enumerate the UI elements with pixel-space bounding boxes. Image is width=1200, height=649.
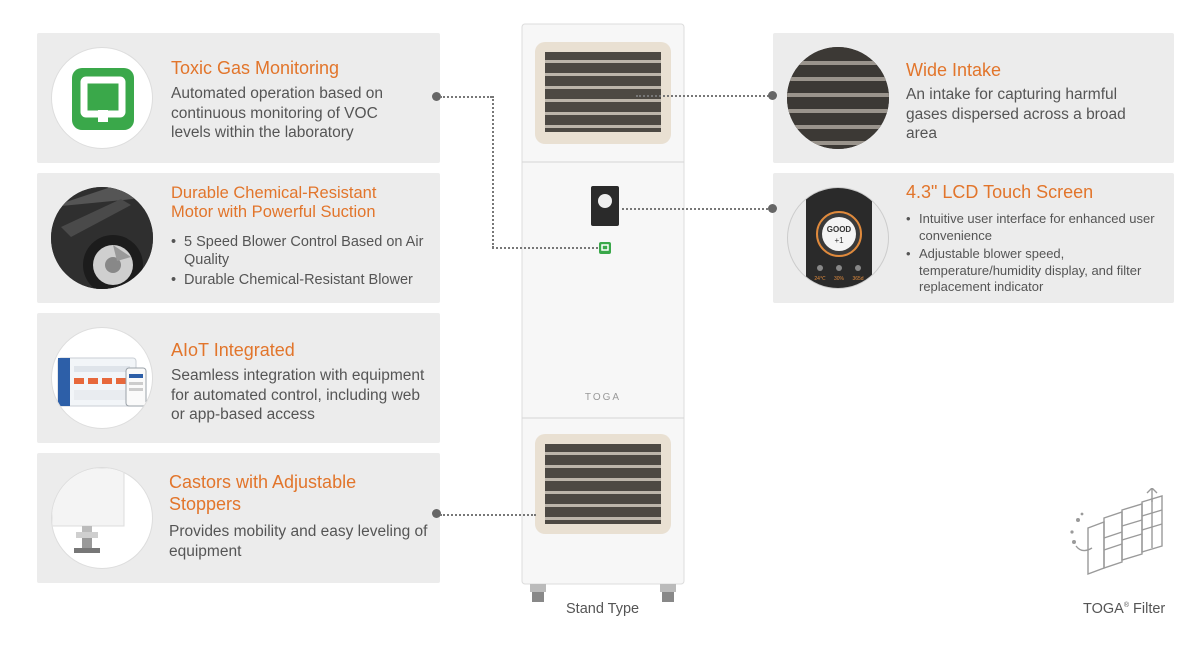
connector-dot [432, 509, 441, 518]
feature-description: An intake for capturing harmful gases di… [906, 86, 1126, 142]
feature-card-lcd: GOOD +1 24℃ 30% 365d 4.3" LCD Touch Scre… [773, 173, 1174, 303]
connector-line [636, 95, 772, 97]
feature-card-aiot: AIoT Integrated Seamless integration wit… [37, 313, 440, 443]
feature-description: Seamless integration with equipment for … [171, 367, 425, 423]
connector-line [622, 208, 772, 210]
feature-title-line2: Motor with Powerful Suction [171, 203, 376, 221]
feature-title: AIoT Integrated [171, 340, 295, 360]
product-illustration: TOGA [520, 22, 686, 612]
feature-description: Provides mobility and easy leveling of e… [169, 523, 428, 560]
feature-bullet-list: Intuitive user interface for enhanced us… [906, 211, 1156, 296]
screen-status: GOOD [826, 225, 852, 234]
screen-readout: 24℃ [814, 276, 826, 282]
feature-title: 4.3" LCD Touch Screen [906, 182, 1094, 202]
feature-card-castors: Castors with Adjustable Stoppers Provide… [37, 453, 440, 583]
screen-readout: 30% [833, 276, 844, 282]
castor-wheel-icon [51, 467, 153, 569]
connector-dot [768, 91, 777, 100]
feature-title-line2: Stoppers [169, 494, 242, 514]
connector-line [440, 514, 536, 516]
feature-card-toxic-gas: Toxic Gas Monitoring Automated operation… [37, 33, 440, 163]
feature-title: Wide Intake [906, 60, 1002, 80]
screen-readout: 365d [852, 276, 864, 282]
filter-caption-text: Filter [1129, 601, 1166, 617]
filter-illustration-icon [1068, 487, 1178, 584]
feature-card-motor: Durable Chemical-Resistant Motor with Po… [37, 173, 440, 303]
connector-line [440, 96, 492, 98]
feature-title-line1: Durable Chemical-Resistant [171, 184, 377, 202]
connector-line [492, 247, 598, 249]
dashboard-devices-icon [51, 327, 153, 429]
filter-caption-brand: TOGA [1083, 601, 1124, 617]
feature-bullet: Adjustable blower speed, temperature/hum… [906, 246, 1156, 296]
feature-bullet: Intuitive user interface for enhanced us… [906, 211, 1156, 244]
connector-dot [768, 204, 777, 213]
screen-value: +1 [834, 236, 844, 245]
filter-caption-trademark: ® [1123, 602, 1129, 610]
voc-sensor-icon [51, 47, 153, 149]
product-caption: Stand Type [566, 601, 640, 617]
intake-grille-icon [787, 47, 889, 149]
feature-bullet: 5 Speed Blower Control Based on Air Qual… [171, 233, 433, 269]
feature-bullet: Durable Chemical-Resistant Blower [171, 271, 433, 289]
connector-dot [432, 92, 441, 101]
motor-fan-icon [51, 187, 153, 289]
connector-line [492, 96, 494, 248]
filter-caption: TOGA® Filter [1083, 601, 1165, 617]
feature-card-wide-intake: Wide Intake An intake for capturing harm… [773, 33, 1174, 163]
product-brand-logo: TOGA [584, 392, 622, 403]
feature-title: Toxic Gas Monitoring [171, 58, 340, 78]
lcd-screen-icon: GOOD +1 24℃ 30% 365d [787, 187, 889, 289]
feature-title-line1: Castors with Adjustable [169, 472, 357, 492]
feature-description: Automated operation based on continuous … [171, 85, 383, 141]
feature-bullet-list: 5 Speed Blower Control Based on Air Qual… [171, 233, 433, 289]
